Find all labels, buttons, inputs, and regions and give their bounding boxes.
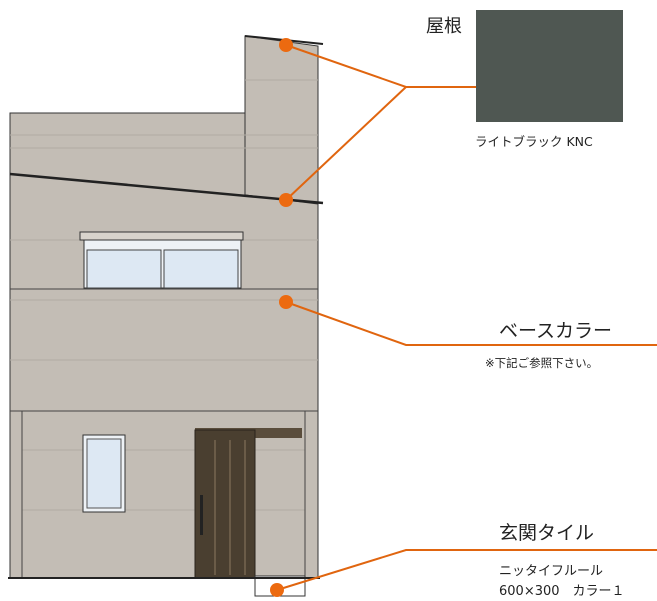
leader-lines xyxy=(276,44,657,591)
roof-color-swatch xyxy=(476,10,623,122)
base-color-label: ベースカラー xyxy=(499,320,613,342)
base-color-note: ※下記ご参照下さい。 xyxy=(485,356,599,370)
entrance-tile-product: ニッタイフルール xyxy=(499,564,604,579)
entrance-door xyxy=(194,428,302,579)
roof-label: 屋根 xyxy=(426,16,462,37)
tile-leader xyxy=(276,549,657,591)
roof-marker-lower xyxy=(279,193,293,207)
upper-wall xyxy=(244,35,319,205)
second-floor-window xyxy=(79,231,244,289)
siding-lines xyxy=(10,79,318,511)
base-marker xyxy=(279,295,293,309)
lower-roof-edge xyxy=(9,172,324,205)
roof-marker-upper xyxy=(279,38,293,52)
entrance-tile-size-color: 600×300 カラー１ xyxy=(499,584,625,599)
roof-color-name: ライトブラック KNC xyxy=(475,134,593,149)
entrance-tile-label: 玄関タイル xyxy=(499,522,595,544)
first-floor-window-glass xyxy=(86,438,122,509)
markers xyxy=(270,38,293,597)
base-leader xyxy=(285,301,657,346)
tile-marker xyxy=(270,583,284,597)
roof-leader-lower xyxy=(285,86,407,201)
